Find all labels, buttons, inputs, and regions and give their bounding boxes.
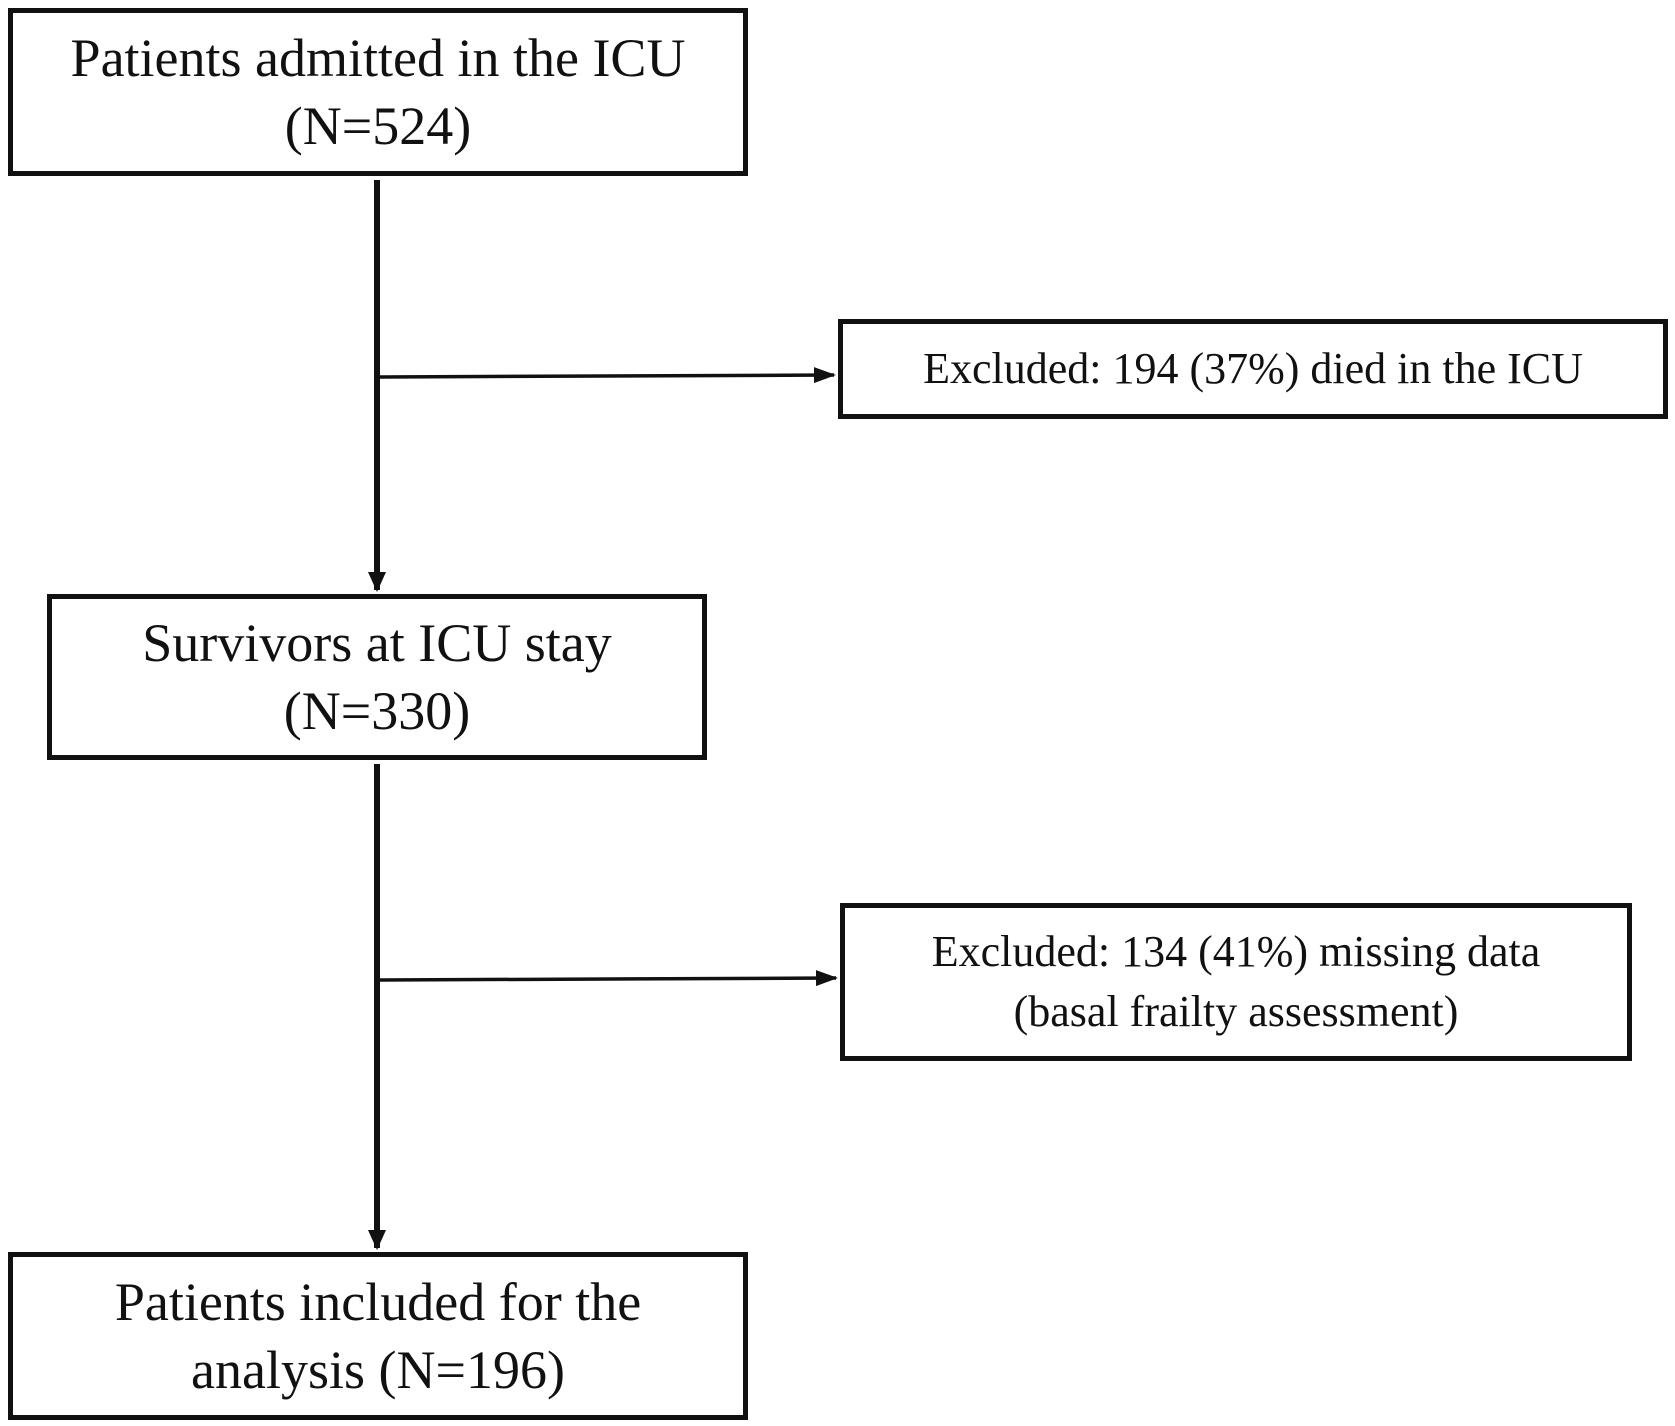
node-label-line: Excluded: 194 (37%) died in the ICU (923, 344, 1583, 393)
node-label-line: Patients admitted in the ICU (70, 28, 686, 88)
node-patients-included: Patients included for the analysis (N=19… (8, 1252, 748, 1420)
node-excluded-missing: Excluded: 134 (41%) missing data (basal … (840, 903, 1632, 1061)
node-survivors: Survivors at ICU stay (N=330) (47, 594, 707, 760)
node-label-line: Patients included for the (114, 1272, 642, 1332)
node-patients-admitted: Patients admitted in the ICU (N=524) (8, 8, 748, 176)
edge-survivors-to-excluded-missing (379, 970, 838, 987)
node-label-line: Excluded: 134 (41%) missing data (931, 927, 1541, 976)
node-label-line: Survivors at ICU stay (142, 613, 612, 673)
node-label-line: (basal frailty assessment) (1013, 987, 1459, 1036)
node-count: (N=330) (283, 681, 471, 741)
node-excluded-died: Excluded: 194 (37%) died in the ICU (838, 319, 1668, 419)
edge-admitted-to-excluded-died (379, 367, 836, 384)
node-count: (N=524) (284, 96, 472, 156)
node-label-line: analysis (N=196) (191, 1340, 565, 1400)
